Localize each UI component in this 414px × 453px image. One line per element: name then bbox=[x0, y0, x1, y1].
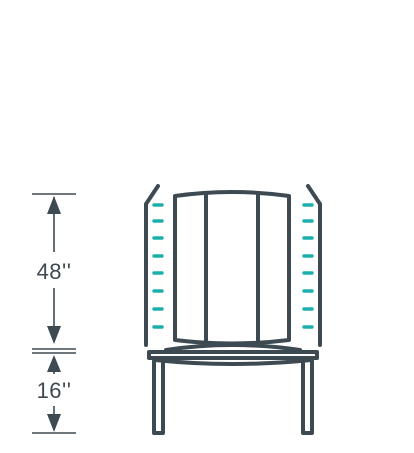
arrow-down-icon bbox=[47, 414, 61, 432]
right-enclosure-pole bbox=[306, 184, 322, 347]
pole-padding-markers bbox=[152, 203, 314, 329]
right-leg bbox=[301, 359, 314, 435]
arrow-up-icon bbox=[47, 355, 61, 372]
arrow-up-icon bbox=[47, 196, 61, 214]
left-enclosure-pole bbox=[144, 184, 160, 347]
safety-net-panel bbox=[173, 190, 291, 346]
frame-underside bbox=[153, 358, 313, 366]
trampoline-illustration bbox=[144, 184, 322, 435]
jumping-mat-edge bbox=[164, 343, 302, 352]
height-dimension-indicator bbox=[32, 193, 76, 434]
lower-height-label: 16'' bbox=[37, 378, 72, 403]
trampoline-frame bbox=[147, 350, 319, 360]
left-leg bbox=[152, 359, 165, 435]
arrow-down-icon bbox=[47, 326, 61, 344]
upper-height-label: 48'' bbox=[37, 259, 72, 284]
